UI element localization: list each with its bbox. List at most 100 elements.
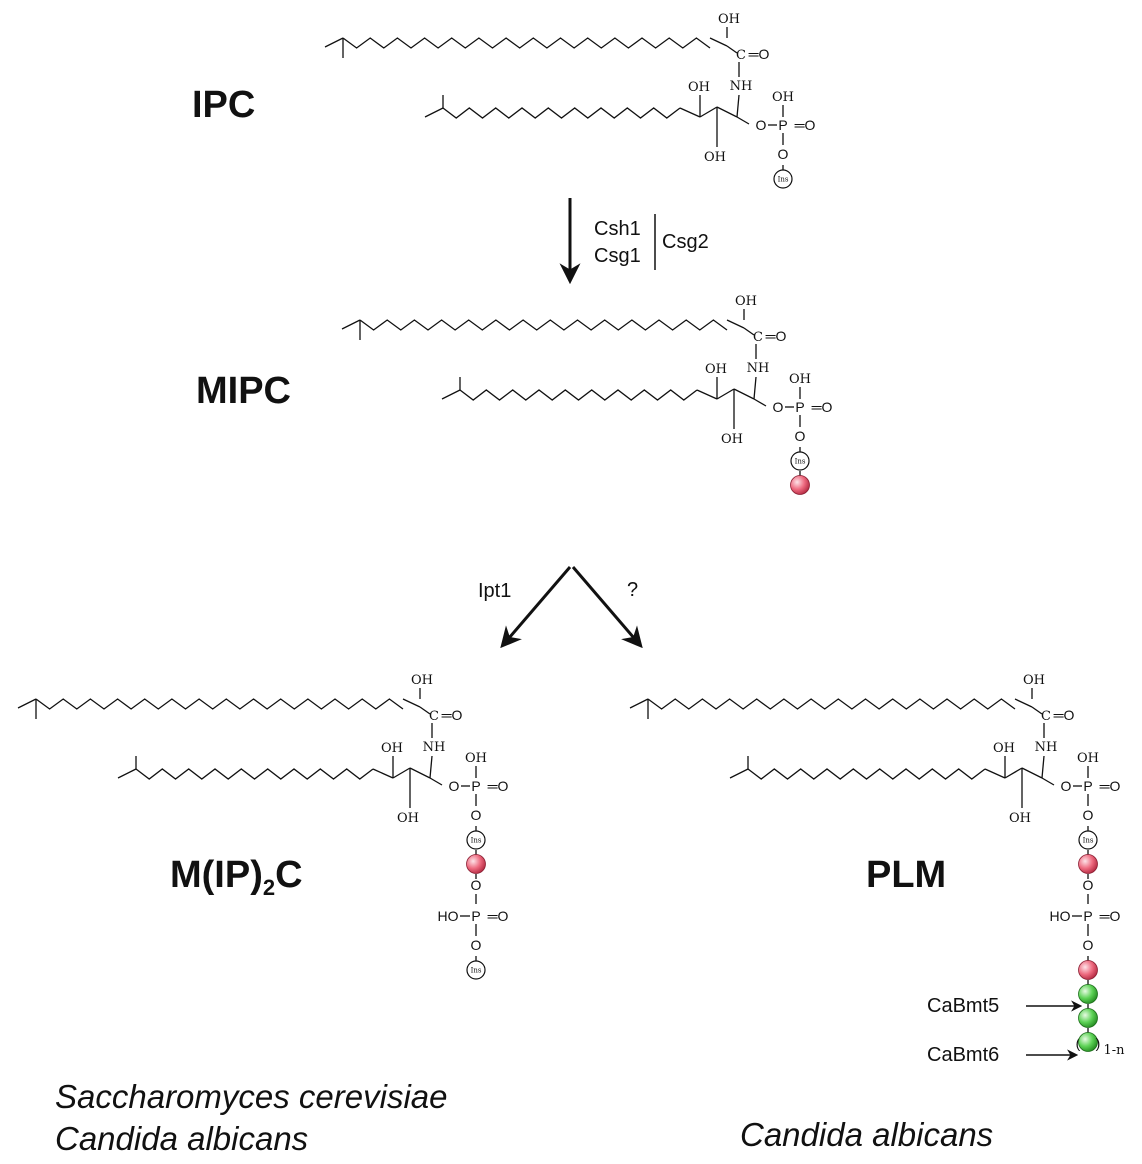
phosphate-oh: OH xyxy=(789,372,811,387)
bond-to-carbonyl xyxy=(743,327,755,336)
phosphate-ho: HO xyxy=(438,908,459,924)
phosphate-double-bond-o: ═O xyxy=(811,399,833,415)
bond-c4 xyxy=(372,768,394,779)
enzyme-cabmt5: CaBmt5 xyxy=(927,995,999,1017)
bond-c4 xyxy=(679,107,701,118)
bridge-upper-o: O xyxy=(1083,877,1094,893)
inositol-0 xyxy=(1078,830,1098,850)
sph-branch-bond xyxy=(729,768,749,779)
mip2c-label-subscript: 2 xyxy=(263,875,275,900)
enzyme-csg2: Csg2 xyxy=(662,231,709,253)
phosphate-ester-o: O xyxy=(1061,778,1072,794)
enzyme-csg1: Csg1 xyxy=(594,245,641,267)
fatty-acid-chain xyxy=(647,698,1016,710)
organism-left-line2: Candida albicans xyxy=(55,1120,308,1157)
sph-branch-bond xyxy=(424,107,444,118)
alpha-hydroxyl: OH xyxy=(718,12,740,27)
mip2c-label-main: M(IP) xyxy=(170,854,263,896)
phosphate-double-bond-o: ═O xyxy=(487,908,509,924)
sphingoid-chain xyxy=(442,107,681,119)
phosphate-double-bond-o: ═O xyxy=(487,778,509,794)
bond-c3 xyxy=(392,767,411,779)
repeat-subscript: 1-n xyxy=(1103,1043,1125,1058)
enzyme-unknown: ? xyxy=(627,579,638,601)
mannose-1 xyxy=(466,854,486,874)
amide-nh: NH xyxy=(423,740,446,755)
carbonyl-oxygen: ═O xyxy=(1053,707,1075,723)
bond-chain-choh xyxy=(1014,698,1033,708)
phosphate-oh: OH xyxy=(465,751,487,766)
mip2c-label: M(IP)2C xyxy=(170,854,303,900)
c4-hydroxyl: OH xyxy=(381,741,403,756)
inositol-0 xyxy=(466,830,486,850)
bond-c2-n xyxy=(429,755,433,779)
inositol-0 xyxy=(790,451,810,471)
enzyme-cabmt6: CaBmt6 xyxy=(927,1044,999,1066)
fatty-acid-chain xyxy=(35,698,404,710)
glucose-5 xyxy=(1078,1008,1098,1028)
inositol-3 xyxy=(466,960,486,980)
carbonyl-oxygen: ═O xyxy=(765,328,787,344)
bond-chain-choh xyxy=(726,319,745,329)
phosphorus-atom: P xyxy=(778,117,787,133)
c4-hydroxyl: OH xyxy=(993,741,1015,756)
bond-c3 xyxy=(1004,767,1023,779)
glucose-4 xyxy=(1078,984,1098,1004)
bond-c2 xyxy=(1021,767,1043,779)
bond-c1-o xyxy=(1041,777,1055,786)
fatty-acid-chain xyxy=(359,319,728,331)
glucose-repeat xyxy=(1078,1032,1098,1052)
alpha-hydroxyl: OH xyxy=(411,673,433,688)
mipc-label: MIPC xyxy=(196,370,291,412)
c3-hydroxyl: OH xyxy=(1009,811,1031,826)
fa-branch-bond xyxy=(629,698,649,709)
sphingoid-chain xyxy=(135,768,374,780)
c3-hydroxyl: OH xyxy=(704,150,726,165)
sph-branch-bond xyxy=(441,389,461,400)
phosphorus-atom: P xyxy=(471,908,480,924)
enzyme-csh1: Csh1 xyxy=(594,218,641,240)
phosphorus-atom: P xyxy=(1083,778,1092,794)
bond-to-carbonyl xyxy=(419,706,431,715)
bond-c2-n xyxy=(1041,755,1045,779)
phosphate-lower-o: O xyxy=(795,428,806,444)
bond-c2 xyxy=(716,106,738,118)
bridge-upper-o: O xyxy=(471,877,482,893)
bond-c4 xyxy=(984,768,1006,779)
bond-to-carbonyl xyxy=(726,45,738,54)
bond-c3 xyxy=(699,106,718,118)
phosphate-lower-o: O xyxy=(778,146,789,162)
enzyme-ipt1: Ipt1 xyxy=(478,580,511,602)
phosphate-lower-o: O xyxy=(471,937,482,953)
bond-chain-choh xyxy=(709,37,728,47)
phosphate-ester-o: O xyxy=(773,399,784,415)
bond-c1-o xyxy=(429,777,443,786)
amide-nh: NH xyxy=(747,361,770,376)
phosphate-oh: OH xyxy=(772,90,794,105)
phosphorus-atom: P xyxy=(471,778,480,794)
carbonyl-oxygen: ═O xyxy=(441,707,463,723)
phosphate-oh: OH xyxy=(1077,751,1099,766)
bond-c2 xyxy=(409,767,431,779)
phosphorus-atom: P xyxy=(795,399,804,415)
phosphate-ester-o: O xyxy=(756,117,767,133)
ipc-label: IPC xyxy=(192,84,255,126)
c4-hydroxyl: OH xyxy=(705,362,727,377)
mannose-1 xyxy=(1078,854,1098,874)
carbonyl-carbon: C xyxy=(736,48,746,63)
bond-chain-choh xyxy=(402,698,421,708)
amide-nh: NH xyxy=(1035,740,1058,755)
repeat-close-paren: ) xyxy=(1096,1035,1101,1051)
phosphate-lower-o: O xyxy=(1083,937,1094,953)
carbonyl-carbon: C xyxy=(429,709,439,724)
phosphate-ho: HO xyxy=(1050,908,1071,924)
inositol-0-text: Ins xyxy=(778,176,789,184)
phosphate-double-bond-o: ═O xyxy=(1099,778,1121,794)
mip2c-label-end: C xyxy=(275,854,302,896)
fa-branch-bond xyxy=(341,319,361,330)
inositol-0-text: Ins xyxy=(471,837,482,845)
phosphate-lower-o: O xyxy=(1083,807,1094,823)
